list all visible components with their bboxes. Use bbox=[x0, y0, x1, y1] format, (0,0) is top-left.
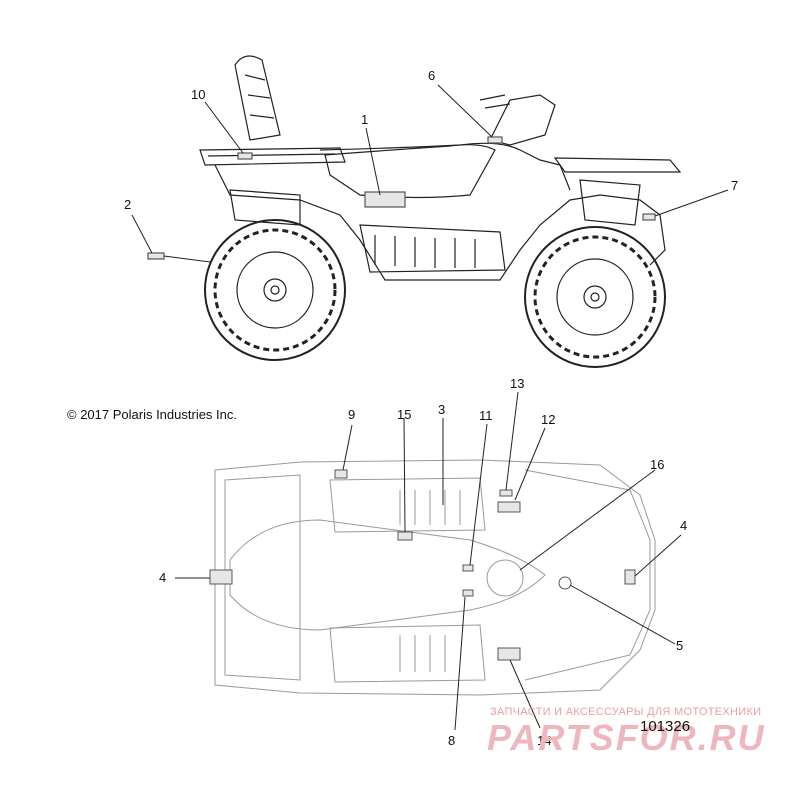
callout-11: 11 bbox=[479, 408, 493, 423]
front-rack bbox=[553, 157, 682, 173]
part-number: 101326 bbox=[640, 718, 691, 735]
decal-11 bbox=[462, 564, 474, 572]
callout-7: 7 bbox=[731, 178, 739, 193]
footwell-top-lower bbox=[329, 624, 486, 683]
seat-top bbox=[229, 519, 546, 631]
decal-15 bbox=[397, 531, 413, 541]
atv-side-view bbox=[147, 55, 682, 368]
decal-13 bbox=[499, 489, 513, 497]
callout-1: 1 bbox=[361, 112, 369, 127]
callout-8: 8 bbox=[448, 733, 456, 748]
callout-5: 5 bbox=[676, 638, 684, 653]
top-body-outline bbox=[214, 459, 656, 696]
decal-9 bbox=[334, 469, 348, 479]
watermark-tagline: ЗАПЧАСТИ И АКСЕССУАРЫ ДЛЯ МОТОТЕХНИКИ bbox=[490, 706, 762, 718]
callout-10: 10 bbox=[191, 87, 206, 102]
callout-12: 12 bbox=[541, 412, 556, 427]
decal-4-rear bbox=[209, 569, 233, 585]
rear-rack bbox=[199, 147, 346, 166]
atv-top-view bbox=[209, 459, 656, 696]
decal-7 bbox=[642, 213, 656, 221]
callout-3: 3 bbox=[438, 402, 446, 417]
decal-14 bbox=[497, 647, 521, 661]
front-wheel bbox=[524, 226, 666, 368]
decal-2 bbox=[147, 252, 165, 260]
decal-1 bbox=[364, 191, 406, 208]
decal-4-front bbox=[624, 569, 636, 585]
callout-6: 6 bbox=[428, 68, 436, 83]
footwell bbox=[359, 224, 506, 273]
backrest bbox=[234, 55, 281, 141]
decal-10 bbox=[237, 152, 253, 160]
leader-lines bbox=[131, 84, 729, 731]
decal-8 bbox=[462, 589, 474, 597]
callout-13: 13 bbox=[510, 376, 525, 391]
front-rack-top bbox=[524, 469, 651, 681]
engine-cover bbox=[229, 189, 301, 226]
callout-9: 9 bbox=[348, 407, 356, 422]
callout-4-rear: 4 bbox=[159, 570, 167, 585]
callout-14: 14 bbox=[537, 733, 552, 748]
callout-16: 16 bbox=[650, 457, 665, 472]
decal-5 bbox=[558, 576, 572, 590]
callout-15: 15 bbox=[397, 407, 412, 422]
decal-12 bbox=[497, 501, 521, 513]
callout-2: 2 bbox=[124, 197, 132, 212]
callout-4-front: 4 bbox=[680, 518, 688, 533]
seat bbox=[324, 144, 496, 199]
copyright-notice: © 2017 Polaris Industries Inc. bbox=[67, 407, 237, 422]
decal-6 bbox=[487, 136, 503, 144]
rear-wheel bbox=[204, 219, 346, 361]
body-outline bbox=[214, 164, 666, 281]
footwell-top-upper bbox=[329, 477, 486, 533]
handlebar-pod bbox=[489, 94, 556, 146]
svg-text:PARTSFOR.RU: PARTSFOR.RU bbox=[487, 718, 766, 756]
watermark-logo: PARTSFOR.RU bbox=[487, 718, 766, 756]
